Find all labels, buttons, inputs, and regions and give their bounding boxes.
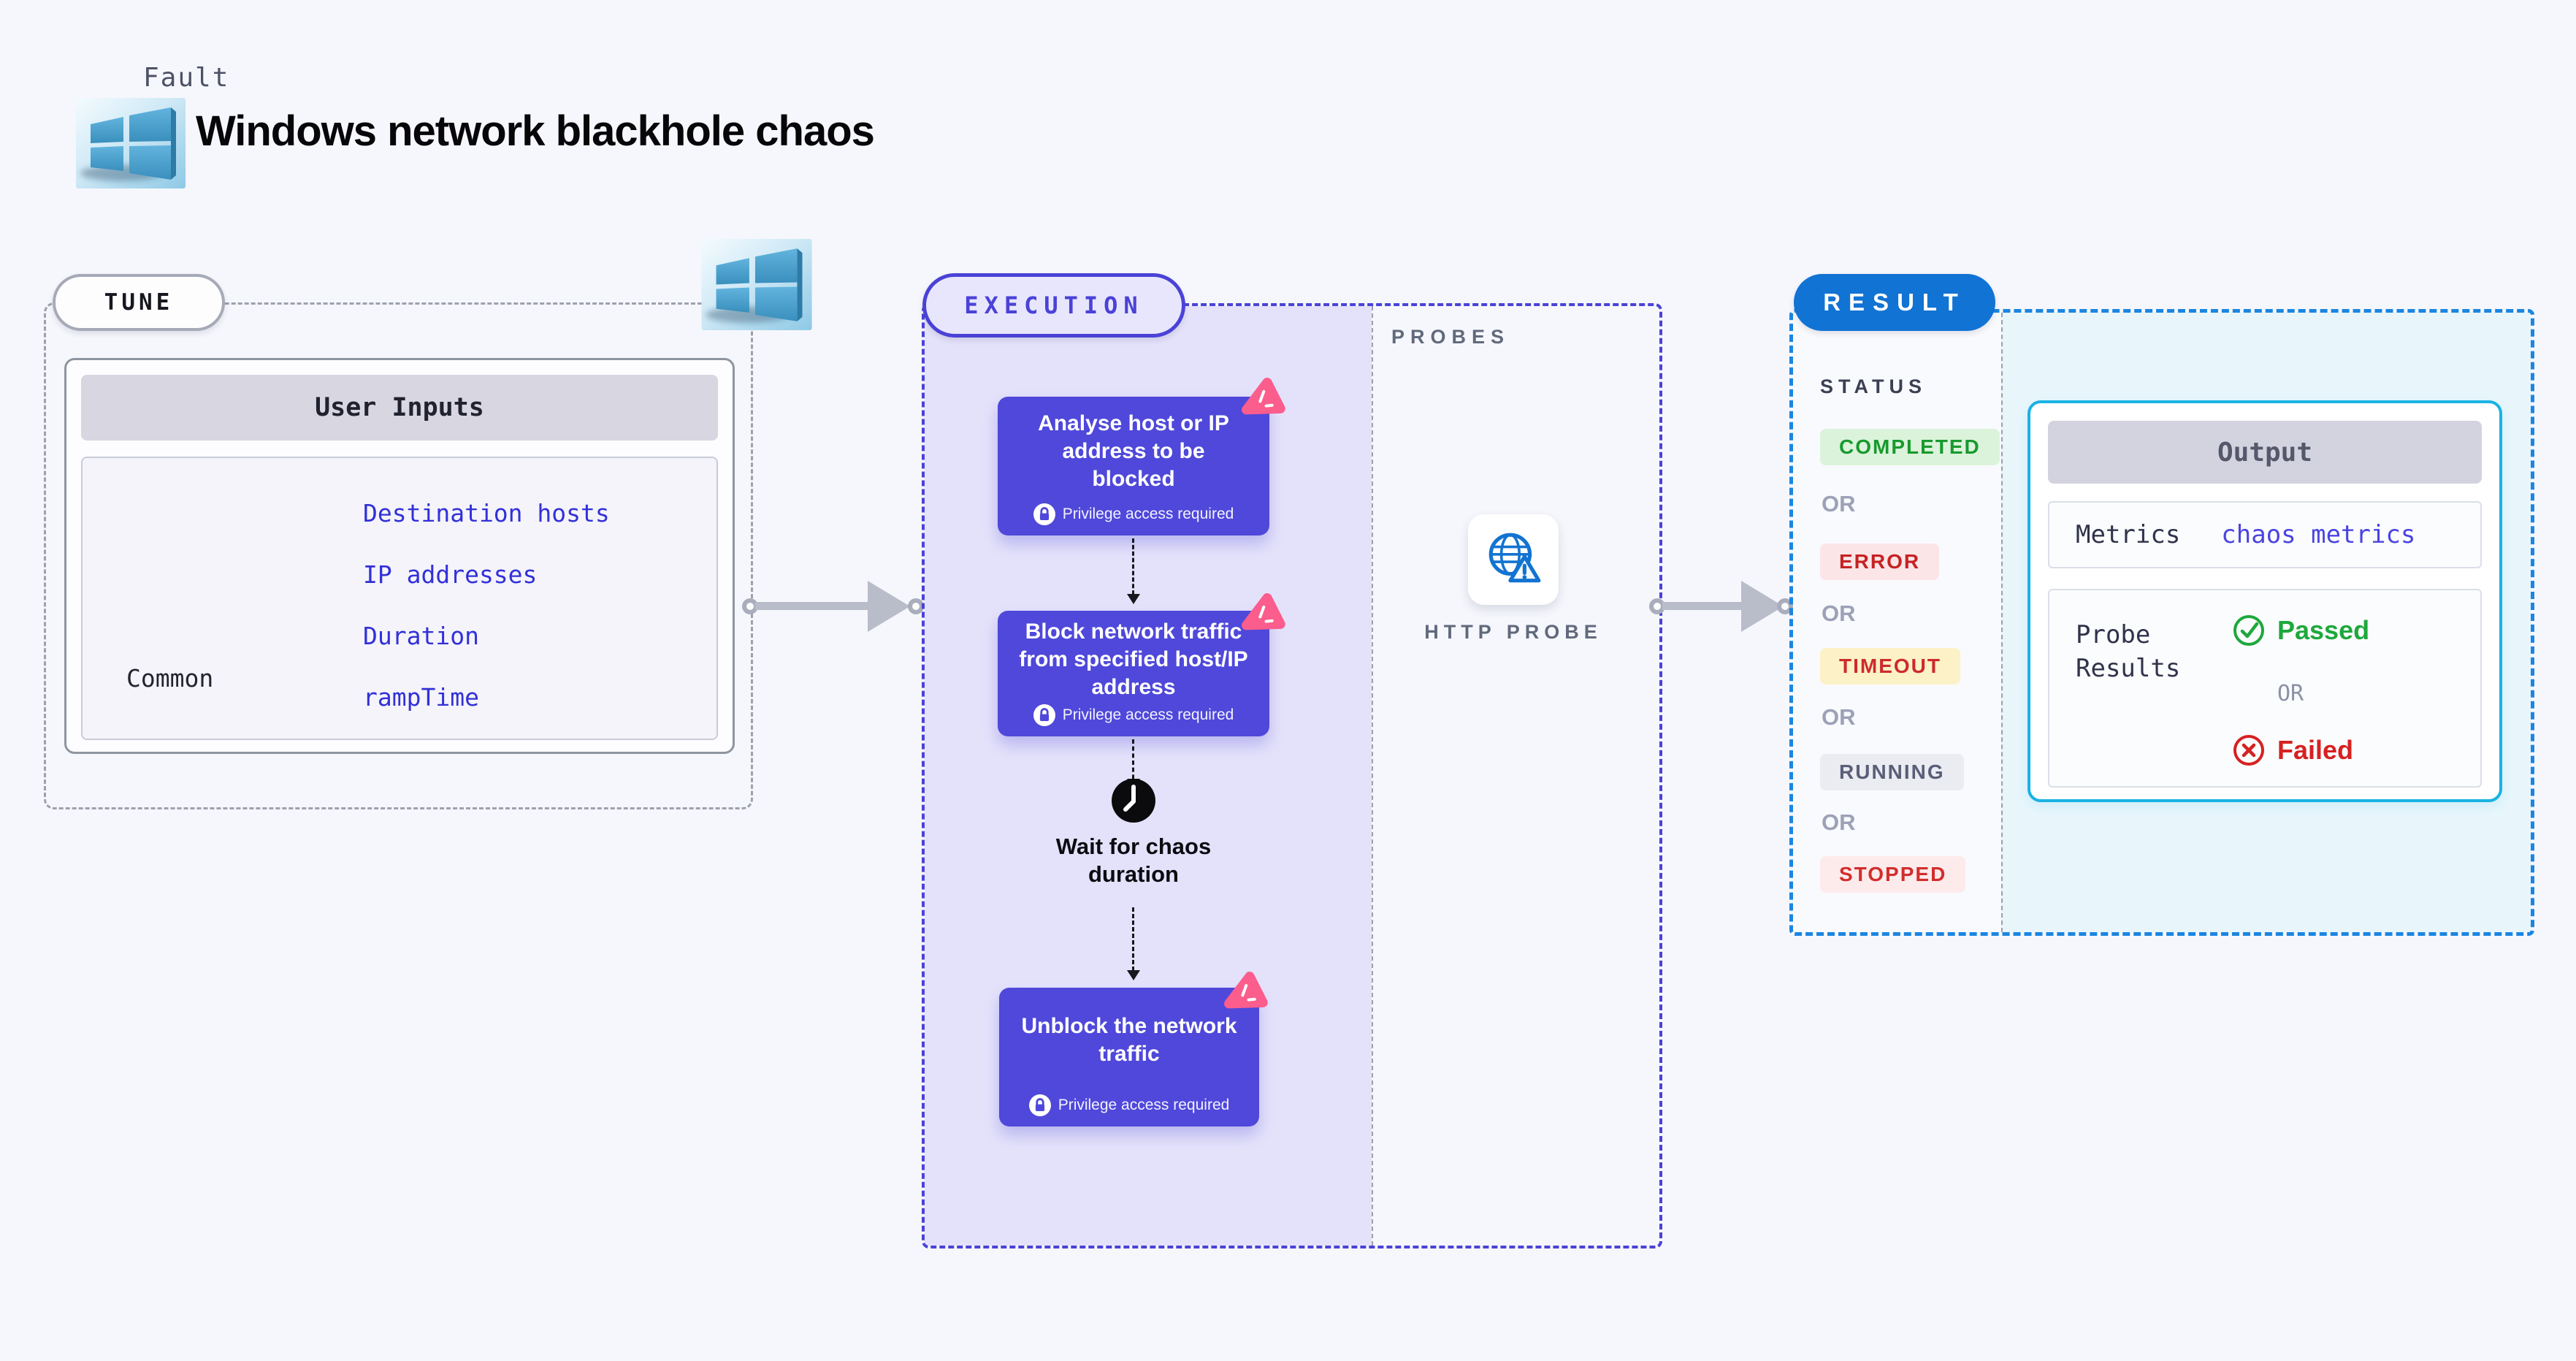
user-inputs-header: User Inputs	[81, 375, 718, 441]
privilege-label: Privilege access required	[1062, 506, 1234, 522]
status-lane	[1793, 313, 2001, 932]
http-probe-label: HTTP PROBE	[1424, 621, 1602, 643]
tune-pill: TUNE	[53, 274, 225, 331]
passed-result: Passed	[2232, 614, 2369, 647]
output-card: Output Metrics chaos metrics Probe Resul…	[2027, 400, 2502, 802]
privilege-label: Privilege access required	[1058, 1097, 1230, 1113]
passed-check-icon	[2233, 615, 2264, 646]
result-pill: RESULT	[1794, 274, 1995, 331]
status-badge-error: ERROR	[1820, 544, 1940, 580]
flow-arrow-down-icon	[1127, 538, 1140, 604]
link-destination-hosts[interactable]: Destination hosts	[363, 499, 610, 527]
user-inputs-body: Common Destination hosts IP addresses Du…	[81, 457, 718, 740]
execution-label: EXECUTION	[964, 291, 1144, 319]
node-analyse-host: Analyse host or IP address to be blocked…	[998, 377, 1285, 535]
node-title: Analyse host or IP address to be blocked	[1038, 411, 1229, 491]
arrow-head-icon	[868, 581, 910, 632]
status-badge-timeout: TIMEOUT	[1820, 648, 1960, 685]
lock-icon	[1033, 704, 1055, 726]
link-ramptime[interactable]: rampTime	[363, 683, 479, 712]
litmus-badge-icon	[1224, 971, 1268, 1009]
link-ip-addresses[interactable]: IP addresses	[363, 560, 538, 589]
or-separator: OR	[1822, 601, 1856, 626]
failed-x-icon	[2233, 735, 2264, 766]
link-duration[interactable]: Duration	[363, 622, 479, 650]
probes-label: PROBES	[1391, 326, 1510, 348]
passed-label: Passed	[2277, 615, 2370, 645]
metrics-row: Metrics chaos metrics	[2048, 501, 2482, 568]
failed-label: Failed	[2277, 735, 2354, 765]
status-badge-stopped: STOPPED	[1820, 856, 1966, 893]
http-probe-card	[1468, 514, 1559, 605]
probes-divider	[1372, 306, 1373, 1246]
windows-logo-icon	[76, 98, 186, 188]
probe-results-row: Probe Results Passed OR Failed	[2048, 589, 2482, 788]
privilege-label: Privilege access required	[1062, 706, 1234, 723]
page-title: Windows network blackhole chaos	[196, 107, 875, 155]
node-title: Block network traffic from specified hos…	[1019, 619, 1248, 699]
status-badge-running: RUNNING	[1820, 754, 1964, 790]
litmus-badge-icon	[1242, 592, 1285, 630]
result-divider	[2001, 313, 2003, 932]
flow-arrow-down-icon	[1127, 907, 1140, 980]
arrow-head-icon	[1741, 581, 1784, 632]
output-header: Output	[2048, 421, 2482, 484]
tune-section	[44, 302, 753, 809]
row-label-common: Common	[126, 664, 214, 693]
clock-icon	[1112, 779, 1155, 823]
or-separator: OR	[1822, 704, 1856, 730]
node-block-traffic: Block network traffic from specified hos…	[998, 592, 1285, 736]
execution-pill: EXECUTION	[922, 273, 1185, 338]
node-unblock-traffic: Unblock the network traffic Privilege ac…	[999, 971, 1268, 1126]
failed-result: Failed	[2232, 733, 2353, 767]
windows-logo-icon	[701, 239, 812, 330]
lock-icon	[1033, 503, 1055, 525]
metrics-label: Metrics	[2076, 520, 2181, 549]
fault-kicker: Fault	[143, 63, 230, 93]
or-separator: OR	[1822, 809, 1856, 835]
tune-label: TUNE	[104, 289, 174, 316]
or-separator: OR	[2277, 681, 2304, 706]
node-title: Unblock the network traffic	[1021, 1014, 1237, 1066]
or-separator: OR	[1822, 491, 1856, 516]
status-label: STATUS	[1820, 375, 1927, 397]
status-badge-completed: COMPLETED	[1820, 429, 2000, 465]
result-label: RESULT	[1823, 289, 1966, 316]
probe-results-label: Probe Results	[2076, 620, 2181, 683]
http-probe-icon	[1488, 533, 1541, 583]
lock-icon	[1028, 1094, 1051, 1116]
arrow-shaft	[755, 602, 869, 610]
chaos-metrics-link[interactable]: chaos metrics	[2221, 520, 2416, 549]
litmus-badge-icon	[1242, 377, 1285, 415]
user-inputs-table: User Inputs Common Destination hosts IP …	[64, 358, 735, 754]
arrow-shaft	[1662, 602, 1743, 610]
wait-step-label: Wait for chaos duration	[1055, 834, 1212, 887]
